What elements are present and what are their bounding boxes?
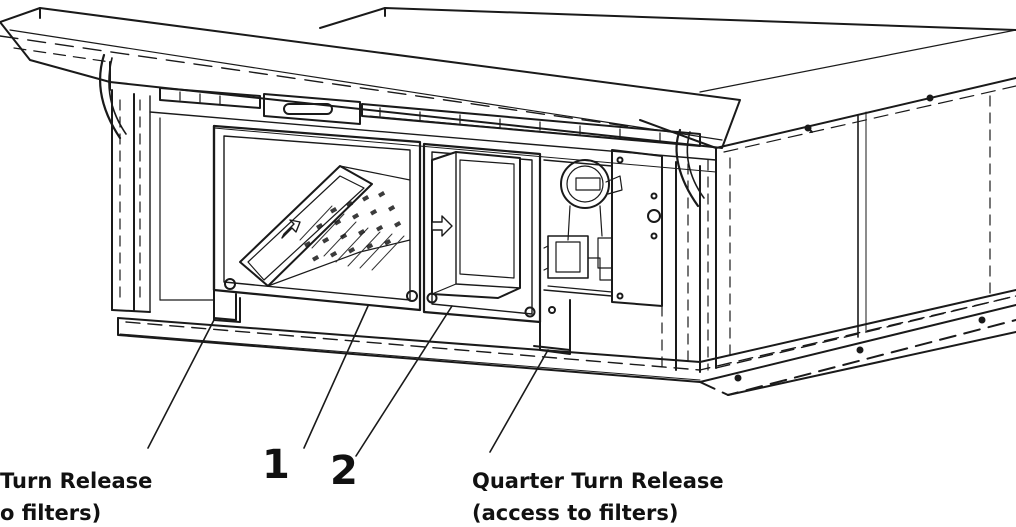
base-platform [117,289,1016,396]
leader-right-release [489,349,549,453]
callout-2: 2 [330,448,358,494]
leader-left-release [147,319,215,449]
right-release-label-line1: Quarter Turn Release [472,469,724,493]
left-corner-post [111,89,151,313]
right-release-label-line2: (access to filters) [472,501,679,525]
leader-callout-1 [303,305,369,449]
filter-frame-1 [212,124,422,321]
access-panel-lid [0,7,741,208]
left-release-label-line2: o filters) [0,501,101,525]
left-release-label-line1: Turn Release [0,469,152,493]
vertical-filter [431,151,521,299]
control-components [543,149,663,307]
callout-1: 1 [262,442,290,488]
right-corner-post [675,159,709,373]
angled-filter [239,165,411,287]
leader-callout-2 [355,305,453,457]
quarter-turn-release-left [213,291,241,323]
quarter-turn-release-right [533,297,571,355]
leader-lines [147,305,549,457]
